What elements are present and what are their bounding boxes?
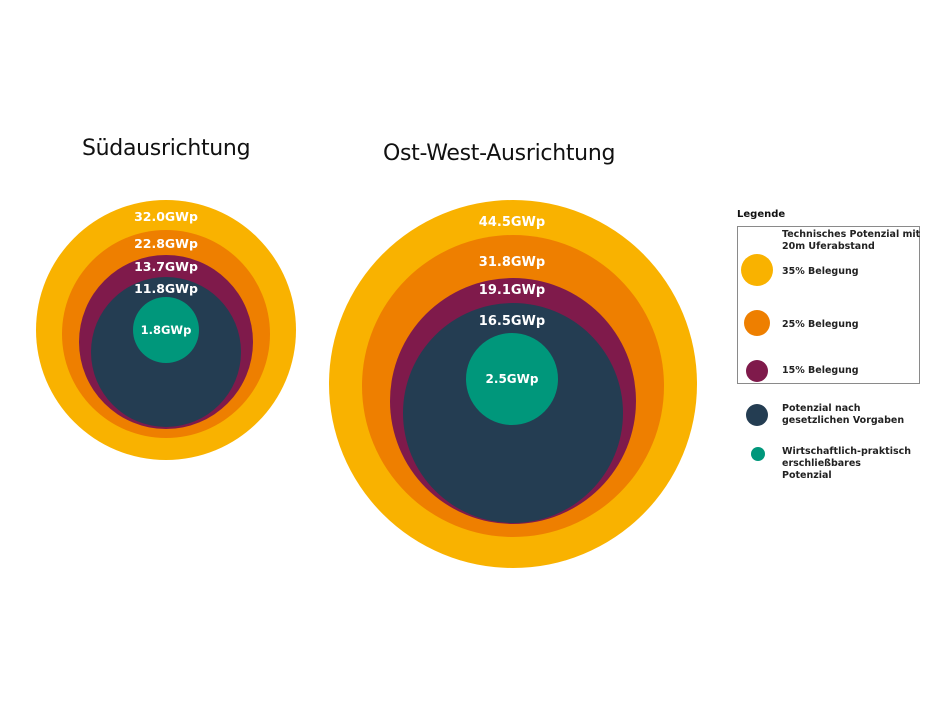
legend-label-wirtschaftlich: Wirtschaftlich-praktisch erschließbares … xyxy=(782,446,912,481)
ostwest-bubble-group: 44.5GWp 31.8GWp 19.1GWp 16.5GWp 2.5GWp xyxy=(329,200,697,568)
legend-swatch-35 xyxy=(741,254,773,286)
sued-label-15: 13.7GWp xyxy=(134,259,198,274)
legend-swatch-15 xyxy=(746,360,768,382)
sued-bubble-group: 32.0GWp 22.8GWp 13.7GWp 11.8GWp 1.8GWp xyxy=(36,200,296,460)
sued-label-25: 22.8GWp xyxy=(134,236,198,251)
sued-circle-wirtschaftlich xyxy=(133,297,199,363)
legend-swatch-25 xyxy=(744,310,770,336)
sued-label-35: 32.0GWp xyxy=(134,209,198,224)
ostwest-label-35: 44.5GWp xyxy=(479,215,545,230)
legend-group-header: Technisches Potenzial mit 20m Uferabstan… xyxy=(782,229,921,252)
legend-box xyxy=(737,226,920,384)
legend-label-15: 15% Belegung xyxy=(782,365,859,376)
ostwest-circle-wirtschaftlich xyxy=(466,333,558,425)
chart-title-suedausrichtung: Südausrichtung xyxy=(82,136,251,161)
sued-label-gesetzlich: 11.8GWp xyxy=(134,281,198,296)
chart-title-ost-west-ausrichtung: Ost-West-Ausrichtung xyxy=(383,141,616,166)
legend-title: Legende xyxy=(737,209,786,220)
ostwest-label-15: 19.1GWp xyxy=(479,283,545,298)
ostwest-label-25: 31.8GWp xyxy=(479,255,545,270)
ostwest-label-gesetzlich: 16.5GWp xyxy=(479,314,545,329)
legend-label-25: 25% Belegung xyxy=(782,319,859,330)
sued-label-wirtschaftlich: 1.8GWp xyxy=(141,323,192,337)
legend-label-gesetzlich: Potenzial nach gesetzlichen Vorgaben xyxy=(782,403,905,426)
legend-label-35: 35% Belegung xyxy=(782,266,859,277)
ostwest-label-wirtschaftlich: 2.5GWp xyxy=(486,372,539,386)
legend-swatch-wirtschaftlich xyxy=(751,447,765,461)
legend-swatch-gesetzlich xyxy=(746,404,768,426)
